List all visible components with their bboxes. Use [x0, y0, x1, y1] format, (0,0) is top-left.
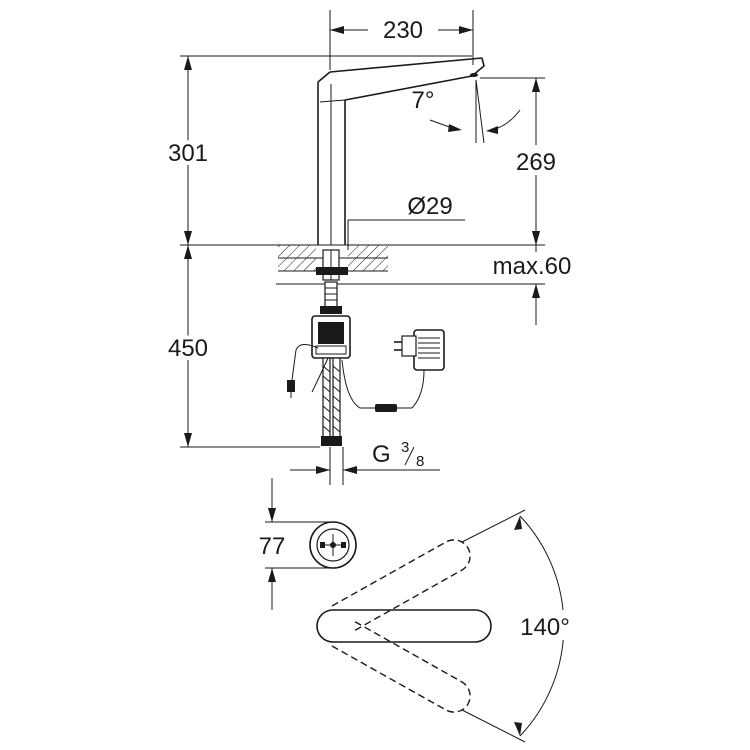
dimension-label-230: 230: [383, 17, 423, 44]
dimension-thread-g38: G 3 8: [290, 439, 440, 485]
dimension-label-7-degrees: 7°: [412, 87, 435, 114]
base-top-view: [309, 521, 357, 569]
dimension-301: 301: [164, 55, 472, 245]
control-box: [311, 281, 351, 359]
supply-hoses: [287, 344, 412, 446]
dimension-label-450: 450: [168, 335, 208, 362]
thread-label-denominator: 8: [416, 453, 424, 470]
dimension-label-diameter-29: Ø29: [407, 193, 452, 220]
dimension-450: 450: [164, 245, 320, 448]
dimension-77: 77: [259, 478, 333, 610]
dimension-140-degrees: 140°: [461, 509, 580, 743]
dimension-label-301: 301: [168, 140, 208, 167]
thread-label-g: G: [372, 441, 391, 468]
dimension-max-60: max.60: [493, 230, 572, 325]
thread-label-numerator: 3: [401, 439, 409, 456]
dimension-label-max-60: max.60: [493, 253, 572, 280]
faucet-body: [317, 57, 485, 245]
dimension-label-140-degrees: 140°: [520, 614, 570, 641]
spout-top-view: [316, 539, 492, 713]
dimension-269: 269: [480, 77, 567, 245]
countertop-section: [180, 244, 545, 285]
power-adapter: [394, 329, 445, 409]
dimension-label-269: 269: [516, 149, 556, 176]
dimension-7-degrees: 7°: [412, 79, 521, 144]
dimension-230: 230: [329, 10, 474, 70]
dimension-diameter-29: Ø29: [347, 193, 465, 250]
dimension-label-77: 77: [259, 533, 286, 560]
